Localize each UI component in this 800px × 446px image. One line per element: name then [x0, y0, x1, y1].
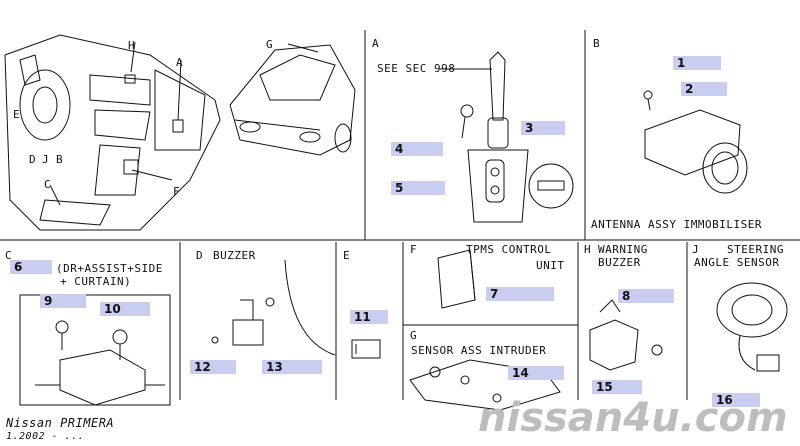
- section-h-caption-2: BUZZER: [598, 256, 641, 269]
- overview-label-g: G: [266, 38, 274, 51]
- overview-label-c: C: [44, 178, 52, 191]
- part-callout-8[interactable]: 8: [618, 289, 674, 303]
- section-j-caption-2: ANGLE SENSOR: [694, 256, 780, 269]
- part-callout-2[interactable]: 2: [681, 82, 727, 96]
- part-callout-3[interactable]: 3: [521, 121, 565, 135]
- section-b-caption: ANTENNA ASSY IMMOBILISER: [591, 218, 762, 231]
- overview-label-a: A: [176, 56, 184, 69]
- section-d-letter: D: [196, 249, 204, 262]
- section-f-caption-1: TPMS CONTROL: [466, 243, 552, 256]
- section-b-letter: B: [593, 37, 601, 50]
- footer-model: Nissan PRIMERA: [6, 416, 115, 430]
- overview-label-j: J: [42, 153, 50, 166]
- part-callout-11[interactable]: 11: [350, 310, 388, 324]
- part-callout-9[interactable]: 9: [40, 294, 86, 308]
- part-callout-5[interactable]: 5: [391, 181, 445, 195]
- part-callout-4[interactable]: 4: [391, 142, 443, 156]
- overview-label-h: H: [128, 39, 136, 52]
- section-j-caption-1: STEERING: [727, 243, 784, 256]
- section-j-letter: J: [692, 243, 700, 256]
- footer-date: 1.2002 - ...: [6, 431, 85, 442]
- part-callout-16[interactable]: 16: [712, 393, 760, 407]
- section-f-caption-2: UNIT: [536, 259, 565, 272]
- part-callout-12[interactable]: 12: [190, 360, 236, 374]
- section-h-letter: H: [584, 243, 592, 256]
- part-callout-13[interactable]: 13: [262, 360, 322, 374]
- section-c-caption-2: + CURTAIN): [60, 275, 132, 288]
- section-f-letter: F: [410, 243, 418, 256]
- section-e-letter: E: [343, 249, 351, 262]
- section-c-caption-1: (DR+ASSIST+SIDE: [56, 262, 163, 275]
- part-callout-10[interactable]: 10: [100, 302, 150, 316]
- overview-label-d: D: [29, 153, 37, 166]
- section-a-letter: A: [372, 37, 380, 50]
- overview-label-b: B: [56, 153, 64, 166]
- part-callout-7[interactable]: 7: [486, 287, 554, 301]
- watermark: nissan4u.com: [478, 395, 788, 441]
- section-d-caption: BUZZER: [213, 249, 256, 262]
- part-callout-6[interactable]: 6: [10, 260, 52, 274]
- section-c-letter: C: [5, 249, 13, 262]
- overview-label-e: E: [13, 108, 21, 121]
- section-h-caption-1: WARNING: [598, 243, 648, 256]
- section-g-caption: SENSOR ASS INTRUDER: [411, 344, 547, 357]
- part-callout-15[interactable]: 15: [592, 380, 642, 394]
- part-callout-1[interactable]: 1: [673, 56, 721, 70]
- overview-label-f: F: [173, 185, 181, 198]
- section-g-letter: G: [410, 329, 418, 342]
- part-callout-14[interactable]: 14: [508, 366, 564, 380]
- section-a-note: SEE SEC 998: [377, 62, 456, 75]
